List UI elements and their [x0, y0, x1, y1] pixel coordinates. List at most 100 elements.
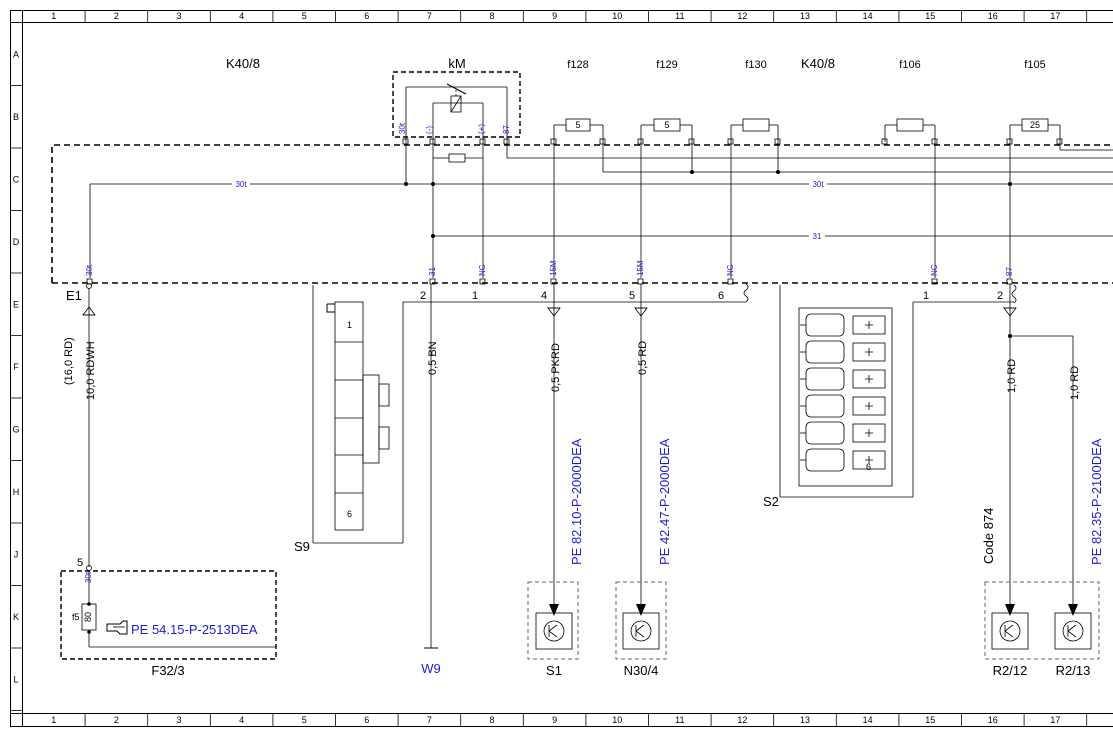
- grid-column-label: 8: [489, 715, 494, 725]
- svg-text:6: 6: [866, 462, 871, 472]
- svg-text:6: 6: [718, 290, 724, 302]
- svg-text:f5: f5: [72, 612, 80, 622]
- fuse-f105: 25: [1009, 118, 1113, 151]
- grid-column-label: 4: [239, 11, 244, 21]
- wire-rd: 0,5 RD: [637, 341, 649, 375]
- label-f129: f129: [656, 59, 677, 71]
- grid-column-label: 4: [239, 715, 244, 725]
- grid-column-label: 13: [800, 11, 810, 21]
- wire-pkrd: 0,5 PKRD: [550, 343, 562, 392]
- label-f106: f106: [899, 59, 920, 71]
- grid-column-label: 10: [612, 11, 622, 21]
- ref-pe54[interactable]: PE 54.15-P-2513DEA: [131, 622, 258, 637]
- svg-text:2: 2: [997, 290, 1003, 302]
- grid-row-label: L: [13, 674, 18, 684]
- label-s2: S2: [763, 494, 779, 509]
- svg-text:2: 2: [420, 290, 426, 302]
- grid-row-label: K: [13, 612, 19, 622]
- grid-column-label: 3: [176, 715, 181, 725]
- terminal-nc-3: NC: [930, 264, 939, 276]
- relay-pin-87: 87: [502, 125, 511, 134]
- relay-km: 30t (-) (+) 87: [392, 71, 521, 139]
- lamp-r2-13: [1054, 612, 1092, 650]
- resistor: [448, 153, 466, 163]
- grid-row-label: C: [13, 174, 20, 184]
- label-n30-4: N30/4: [624, 663, 659, 678]
- grid-column-label: 16: [988, 11, 998, 21]
- switch-s2: 6: [779, 285, 914, 498]
- svg-text:5: 5: [629, 290, 635, 302]
- label-km: kM: [448, 56, 465, 71]
- grid-column-label: 11: [675, 715, 684, 725]
- grid-column-label: 10: [612, 715, 622, 725]
- label-w9[interactable]: W9: [421, 661, 441, 676]
- grid-column-label: 12: [737, 715, 747, 725]
- bus-label-30t-right: 30t: [812, 180, 824, 189]
- lamp-group-r2: [984, 581, 1100, 660]
- grid-column-label: 5: [302, 715, 307, 725]
- ref-pe82-35[interactable]: PE 82.35-P-2100DEA: [1089, 438, 1104, 565]
- grid-row-label: E: [13, 299, 19, 309]
- grid-column-label: 13: [800, 715, 810, 725]
- grid-row-label: F: [13, 362, 19, 372]
- grid-column-label: 11: [675, 11, 684, 21]
- terminal-30t: 30t: [85, 264, 94, 276]
- svg-text:5: 5: [575, 120, 580, 130]
- lamp-s1: [527, 581, 579, 660]
- terminal-31: 31: [428, 267, 437, 276]
- grid-column-label: 5: [302, 11, 307, 21]
- label-f128: f128: [567, 59, 588, 71]
- grid-column-label: 7: [427, 11, 432, 21]
- svg-text:1: 1: [923, 290, 929, 302]
- wire-bn: 0,5 BN: [427, 341, 439, 375]
- grid-column-label: 2: [114, 715, 119, 725]
- terminal-87: 87: [1005, 267, 1014, 276]
- grid-column-label: 12: [737, 11, 747, 21]
- label-k40-right: K40/8: [801, 56, 835, 71]
- label-f130: f130: [745, 59, 766, 71]
- grid-column-label: 17: [1050, 715, 1060, 725]
- grid-column-label: 17: [1050, 11, 1060, 21]
- label-e1: E1: [66, 288, 82, 303]
- terminal-nc-1: NC: [478, 264, 487, 276]
- grid-column-label: 1: [51, 715, 56, 725]
- grid-column-label: 1: [51, 11, 56, 21]
- grid-column-label: 14: [863, 715, 873, 725]
- grid-row-label: D: [13, 237, 20, 247]
- fuse-f106: [884, 118, 936, 142]
- grid-column-label: 9: [552, 11, 557, 21]
- label-f105: f105: [1024, 59, 1045, 71]
- label-s1: S1: [546, 663, 562, 678]
- wire-e1-a: (16,0 RD): [63, 337, 75, 385]
- label-code-874: Code 874: [981, 508, 996, 564]
- grid-column-label: 8: [489, 11, 494, 21]
- lamp-n30-4: [615, 581, 667, 660]
- wire-e1-b: 10,0 RDWH: [85, 341, 97, 400]
- svg-text:6: 6: [347, 509, 352, 519]
- relay-pin-minus: (-): [425, 126, 434, 134]
- grid-column-label: 9: [552, 715, 557, 725]
- grid-column-label: 6: [364, 715, 369, 725]
- grid-column-label: 14: [863, 11, 873, 21]
- wire-r2-13: 1,0 RD: [1069, 366, 1081, 400]
- grid-row-label: G: [12, 424, 19, 434]
- grid-row-label: J: [14, 549, 19, 559]
- wire-r2-12: 1,0 RD: [1006, 359, 1018, 393]
- terminal-nc-2: NC: [726, 264, 735, 276]
- pointing-hand-icon: [106, 620, 128, 635]
- grid-column-label: 7: [427, 715, 432, 725]
- ref-pe42[interactable]: PE 42.47-P-2000DEA: [657, 438, 672, 565]
- svg-text:80: 80: [83, 612, 93, 622]
- label-f32-3: F32/3: [151, 663, 184, 678]
- switch-s9: 1 6: [312, 285, 404, 544]
- grid-frame: 1122334455667788991010111112121313141415…: [10, 10, 1113, 727]
- label-s9: S9: [294, 539, 310, 554]
- relay-pin-30t: 30t: [398, 122, 407, 134]
- svg-text:4: 4: [541, 290, 547, 302]
- grid-column-label: 15: [925, 715, 935, 725]
- bus-label-30t-left: 30t: [235, 180, 247, 189]
- ref-pe82-10[interactable]: PE 82.10-P-2000DEA: [569, 438, 584, 565]
- grid-column-label: 15: [925, 11, 935, 21]
- relay-pin-plus: (+): [477, 124, 486, 134]
- label-r2-13: R2/13: [1056, 663, 1091, 678]
